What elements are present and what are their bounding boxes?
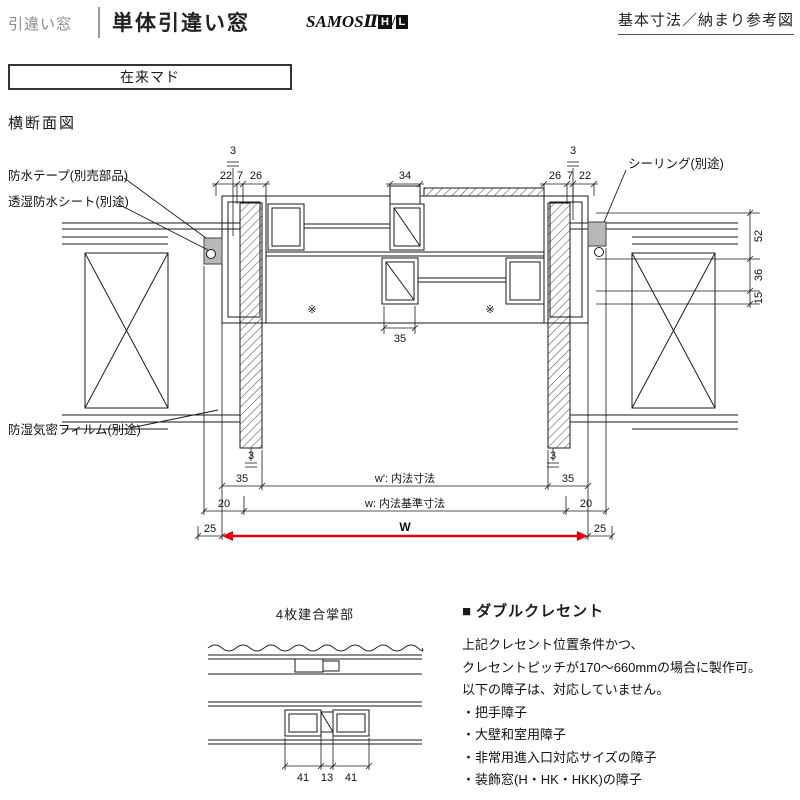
exterior-sash [267, 185, 425, 251]
callout-breathable-sheet: 透湿防水シート(別途) [8, 194, 129, 209]
dim-22-right: 22 [579, 170, 591, 182]
double-crescent-note: ■ダブルクレセント 上記クレセント位置条件かつ、 クレセントピッチが170～66… [462, 600, 794, 792]
dim-20-left: 20 [218, 498, 230, 510]
frame-type-box: 在来マド [8, 64, 292, 90]
dim-20-right: 20 [580, 498, 592, 510]
dim-25-right: 25 [594, 523, 606, 535]
wall-left [62, 222, 240, 430]
dim-3-bottom-right: 3 [550, 450, 556, 462]
dim-25-left: 25 [204, 523, 216, 535]
callout-sealing: シーリング(別途) [628, 156, 724, 171]
overall-width-line [222, 531, 588, 541]
header-divider [98, 7, 100, 38]
top-dimensions [212, 161, 598, 236]
detail-dim-41-right: 41 [345, 772, 357, 784]
crescent-note-line: ・把手障子 [462, 704, 528, 720]
dim-7-left: 7 [237, 170, 243, 182]
detail-dim-13: 13 [321, 772, 333, 784]
dim-26-right: 26 [549, 170, 561, 182]
corner-note: 基本寸法／納まり参考図 [617, 9, 794, 35]
crescent-note-line: ・非常用進入口対応サイズの障子 [462, 749, 657, 765]
dim-36-depth: 36 [753, 269, 765, 281]
dim-34-center: 34 [399, 170, 411, 182]
furring-strips [239, 202, 571, 449]
category-label: 引違い窓 [8, 16, 73, 33]
cross-section-drawing: 防水テープ(別売部品) 透湿防水シート(別途) シーリング(別途) 防湿気密フィ… [8, 145, 765, 541]
page-title: 単体引違い窓 [112, 12, 250, 35]
ref-mark-left: ※ [307, 304, 316, 316]
meeting-detail-block: 4枚建合掌部 [200, 604, 430, 793]
brand-grade-l-badge: L [395, 15, 409, 29]
crescent-note-line: ・装飾窓(H・HK・HKK)の障子 [462, 772, 642, 787]
dim-35-overlap: 35 [394, 333, 406, 345]
dim-w-inner: w': 内法寸法 [374, 471, 435, 485]
dim-35-bottom-right: 35 [562, 473, 574, 485]
dim-3-bottom-left: 3 [248, 450, 254, 462]
brand-name: SAMOSⅡ [306, 12, 378, 31]
dim-3-top-right: 3 [570, 145, 576, 157]
dim-26-left: 26 [250, 170, 262, 182]
detail-dimensions [281, 734, 373, 770]
insect-screen [423, 187, 545, 197]
dim-22-left: 22 [220, 170, 232, 182]
meeting-detail-drawing: 41 13 41 [207, 644, 424, 784]
crescent-note-line: 以下の障子は、対応していません。 [462, 682, 670, 697]
interior-sash [381, 257, 545, 305]
dim-52-depth: 52 [753, 230, 765, 242]
crescent-title: ■ダブルクレセント [462, 600, 794, 621]
crescent-title-text: ダブルクレセント [476, 603, 605, 620]
dim-w-base: w: 内法基準寸法 [364, 496, 445, 510]
section-title: 横断面図 [8, 115, 77, 132]
crescent-note-line: 上記クレセント位置条件かつ、 [462, 637, 644, 652]
crescent-note-line: ・大壁和室用障子 [462, 727, 567, 742]
bottom-dimensions [194, 248, 616, 540]
brand-grade-h-badge: H [377, 15, 392, 29]
dim-3-top-left: 3 [230, 145, 236, 157]
square-bullet-icon: ■ [462, 603, 473, 620]
depth-dimensions [596, 209, 760, 308]
callout-vapor-film: 防湿気密フィルム(別途) [8, 422, 141, 437]
callout-waterproof-tape: 防水テープ(別売部品) [8, 168, 128, 183]
ref-mark-right: ※ [485, 304, 494, 316]
overlap-dimension [380, 306, 419, 334]
crescent-note-lines: 上記クレセント位置条件かつ、 クレセントピッチが170～660mmの場合に製作可… [462, 634, 794, 792]
dim-7-right: 7 [567, 170, 573, 182]
dim-35-bottom-left: 35 [236, 473, 248, 485]
dim-overall-w: W [399, 520, 411, 534]
wall-right [570, 222, 738, 430]
crescent-note-line: クレセントピッチが170～660mmの場合に製作可。 [462, 659, 762, 675]
detail-dim-41-left: 41 [297, 772, 309, 784]
brand-grade-separator: / [391, 13, 396, 28]
detail-title: 4枚建合掌部 [275, 607, 355, 622]
sealing-blobs [203, 221, 607, 265]
dim-15-depth: 15 [753, 292, 765, 304]
